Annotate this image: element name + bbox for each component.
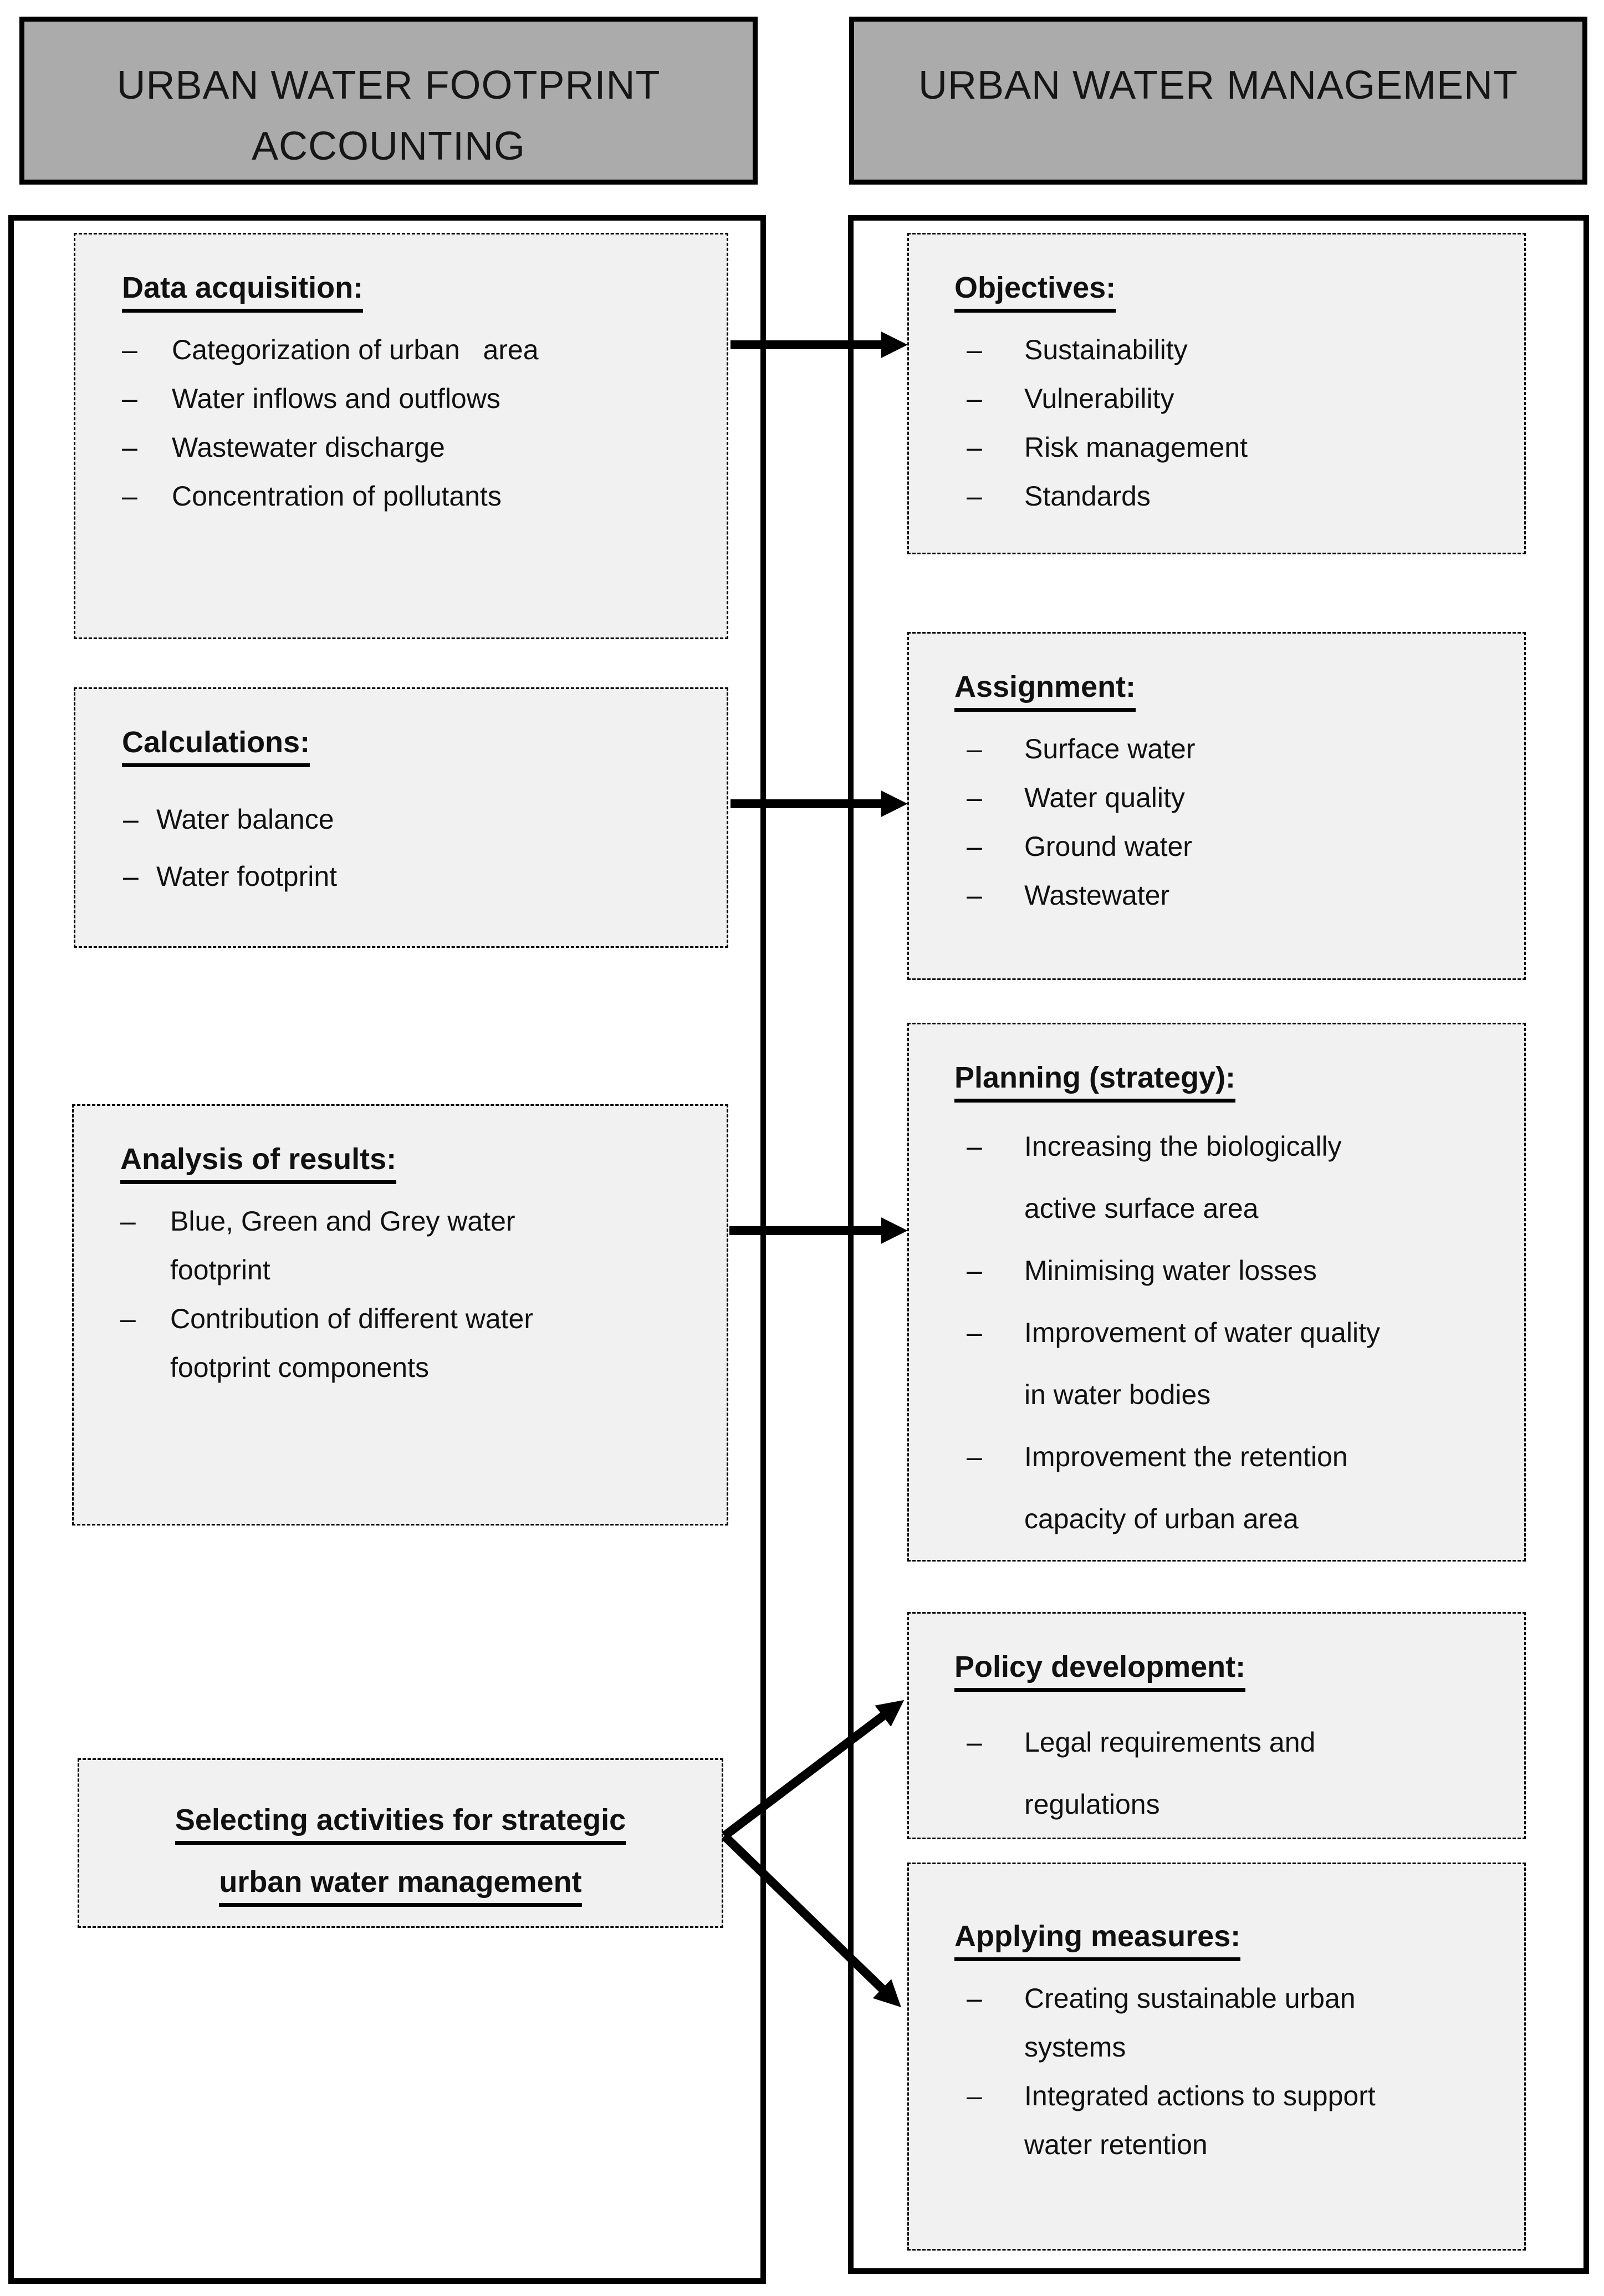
box-title: Data acquisition: (122, 267, 710, 313)
header-line: URBAN WATER MANAGEMENT (918, 63, 1519, 108)
dash-bullet: – (967, 334, 982, 365)
list-item: –Improvement the retention capacity of u… (909, 1426, 1508, 1550)
box-title: Policy development: (954, 1646, 1508, 1692)
dash-bullet: – (967, 1983, 982, 2014)
list-item: –Contribution of different water footpri… (74, 1294, 710, 1392)
right-column-header: URBAN WATER MANAGEMENT (849, 17, 1587, 185)
header-line: ACCOUNTING (252, 124, 525, 169)
management-panel-frame (848, 215, 1589, 2274)
list-item: –Water balance (75, 791, 710, 848)
dash-bullet: – (122, 334, 137, 365)
dash-bullet: – (120, 1206, 136, 1237)
dash-bullet: – (967, 880, 982, 911)
list-item: –Wastewater (909, 871, 1508, 920)
dash-bullet: – (967, 432, 982, 463)
box-title: Planning (strategy): (954, 1057, 1508, 1103)
dash-bullet: – (967, 383, 982, 414)
dash-bullet: – (967, 1255, 982, 1286)
list-item: –Water footprint (75, 848, 710, 905)
list-item: –Surface water (909, 724, 1508, 773)
list-item: –Water inflows and outflows (75, 374, 710, 423)
dash-bullet: – (967, 1317, 982, 1348)
dash-bullet: – (967, 782, 982, 813)
list-item: –Minimising water losses (909, 1239, 1508, 1302)
dash-bullet: – (122, 383, 137, 414)
dash-bullet: – (123, 860, 139, 892)
list-item: –Improvement of water quality in water b… (909, 1302, 1508, 1426)
list-item: –Risk management (909, 423, 1508, 472)
list-item: –Categorization of urban area (75, 325, 710, 374)
list-item: –Wastewater discharge (75, 423, 710, 472)
list-item: –Vulnerability (909, 374, 1508, 423)
dash-bullet: – (122, 432, 137, 463)
box-title-line: urban water management (90, 1851, 711, 1913)
list-item: –Increasing the biologically active surf… (909, 1115, 1508, 1239)
list-item: –Sustainability (909, 325, 1508, 374)
selecting-activities-box: Selecting activities for strategic urban… (78, 1758, 723, 1928)
box-title-line: Selecting activities for strategic (90, 1789, 711, 1851)
dash-bullet: – (967, 481, 982, 512)
dash-bullet: – (967, 2080, 982, 2111)
list-item: –Ground water (909, 822, 1508, 871)
dash-bullet: – (967, 733, 982, 764)
box-title: Assignment: (954, 666, 1508, 712)
list-item: –Concentration of pollutants (75, 472, 710, 521)
list-item: –Water quality (909, 773, 1508, 822)
dash-bullet: – (967, 1441, 982, 1472)
box-title: Calculations: (122, 721, 710, 767)
list-item: –Blue, Green and Grey water footprint (74, 1197, 710, 1294)
dash-bullet: – (967, 1131, 982, 1162)
dash-bullet: – (967, 831, 982, 862)
box-title: Analysis of results: (120, 1138, 710, 1184)
policy-development-box: Policy development: –Legal requirements … (907, 1612, 1526, 1839)
left-column-header: URBAN WATER FOOTPRINT ACCOUNTING (19, 17, 758, 185)
header-line: URBAN WATER FOOTPRINT (116, 63, 661, 108)
analysis-of-results-box: Analysis of results: –Blue, Green and Gr… (72, 1104, 728, 1525)
dash-bullet: – (967, 1727, 982, 1758)
list-item: –Creating sustainable urban systems (909, 1974, 1508, 2071)
dash-bullet: – (120, 1303, 136, 1334)
list-item: –Integrated actions to support water ret… (909, 2071, 1508, 2169)
dash-bullet: – (122, 481, 137, 512)
box-title: Applying measures: (954, 1915, 1508, 1961)
applying-measures-box: Applying measures: –Creating sustainable… (907, 1863, 1526, 2251)
calculations-box: Calculations: –Water balance –Water foot… (74, 687, 728, 948)
list-item: –Legal requirements and regulations (909, 1711, 1508, 1835)
list-item: –Standards (909, 472, 1508, 521)
dash-bullet: – (123, 804, 139, 835)
assignment-box: Assignment: –Surface water –Water qualit… (907, 632, 1526, 980)
data-acquisition-box: Data acquisition: –Categorization of urb… (74, 233, 728, 639)
planning-strategy-box: Planning (strategy): –Increasing the bio… (907, 1023, 1526, 1562)
accounting-panel-frame (8, 215, 766, 2284)
box-title: Objectives: (954, 267, 1508, 313)
objectives-box: Objectives: –Sustainability –Vulnerabili… (907, 233, 1526, 554)
